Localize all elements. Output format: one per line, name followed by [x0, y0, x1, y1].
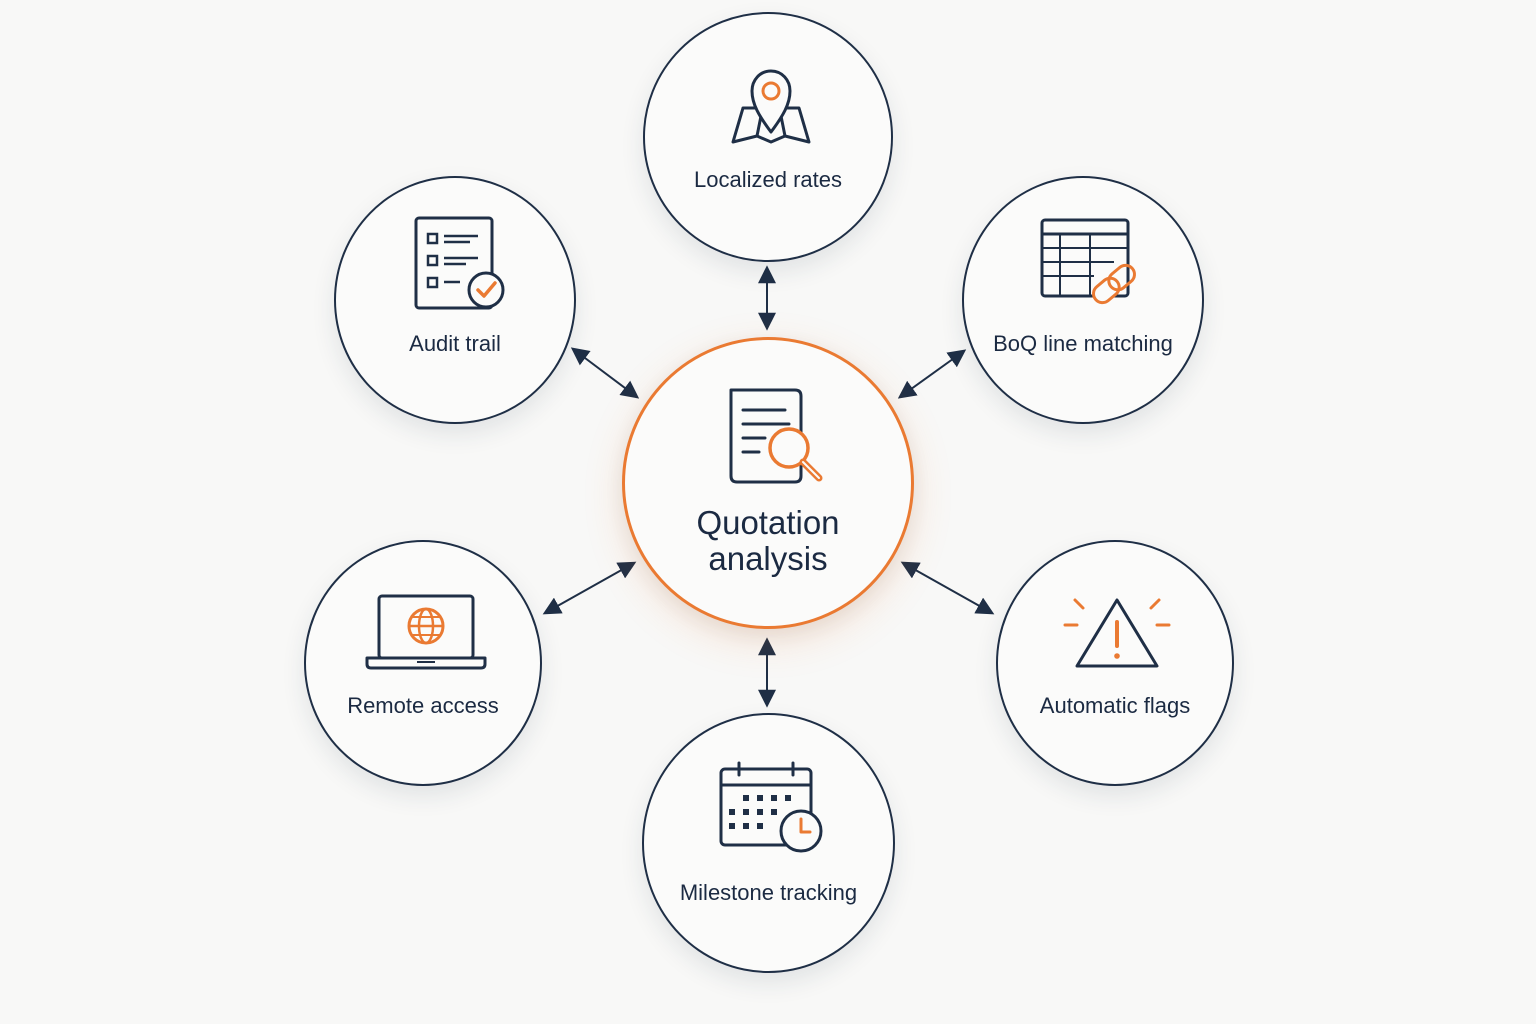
- arrow-audit-trail: [570, 347, 640, 399]
- calendar-clock-icon: [719, 761, 823, 853]
- node-label: Milestone tracking: [679, 880, 858, 905]
- node-localized-rates: Localized rates: [643, 12, 893, 262]
- warning-icon: [1063, 598, 1171, 668]
- node-milestone-tracking: Milestone tracking: [642, 713, 895, 973]
- arrow-boq-line-matching: [897, 349, 967, 399]
- node-label: Audit trail: [409, 331, 501, 356]
- node-boq-line-matching: BoQ line matching: [962, 176, 1204, 424]
- document-search-icon: [729, 388, 823, 484]
- node-remote-access: Remote access: [304, 540, 542, 786]
- node-label: Localized rates: [694, 167, 842, 192]
- node-label: Remote access: [347, 693, 499, 718]
- center-title-line1: Quotation: [696, 504, 840, 541]
- laptop-globe-icon: [365, 594, 487, 670]
- arrow-automatic-flags: [900, 561, 995, 615]
- checklist-icon: [414, 216, 505, 310]
- spreadsheet-link-icon: [1040, 218, 1136, 305]
- node-audit-trail: Audit trail: [334, 176, 576, 424]
- node-label: Automatic flags: [1039, 693, 1191, 718]
- arrow-remote-access: [542, 561, 637, 615]
- node-automatic-flags: Automatic flags: [996, 540, 1234, 786]
- center-node-quotation-analysis: Quotation analysis: [622, 337, 914, 629]
- center-title-line2: analysis: [708, 540, 828, 577]
- node-label: BoQ line matching: [993, 331, 1173, 356]
- map-pin-icon: [731, 69, 811, 144]
